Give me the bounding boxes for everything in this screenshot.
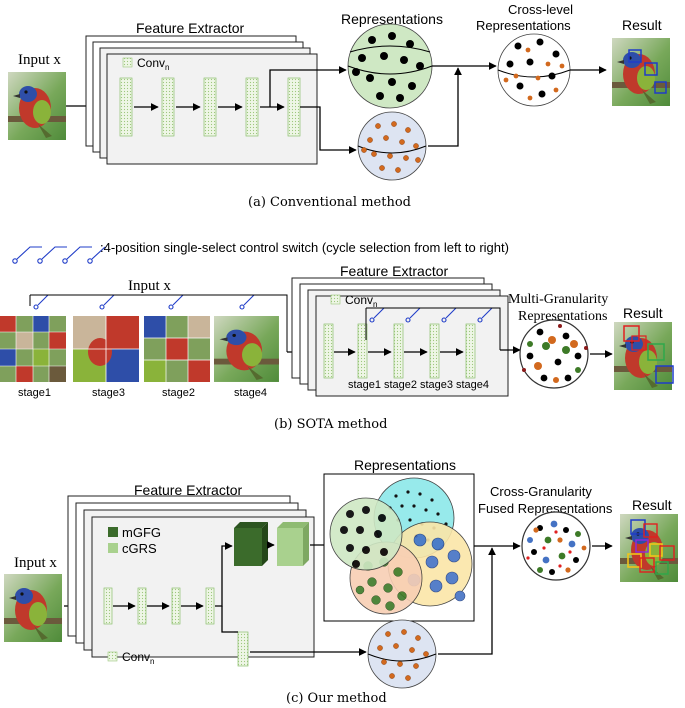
extractor-stage-4: stage4 bbox=[456, 379, 489, 391]
mgfg-legend-swatch bbox=[108, 527, 118, 537]
input-label-c: Input x bbox=[14, 555, 57, 571]
conv-legend-swatch-c bbox=[107, 651, 118, 662]
panel-b: Input x bbox=[0, 263, 674, 432]
blue-sphere-c bbox=[367, 619, 437, 689]
input-label: Input x bbox=[18, 52, 61, 68]
conv-blocks-a bbox=[119, 77, 301, 137]
cgrs-block bbox=[277, 522, 309, 566]
conv-legend-swatch-b bbox=[330, 294, 341, 305]
lower-conv-block bbox=[237, 631, 249, 667]
input-bird-image bbox=[8, 72, 66, 140]
conv-blocks-c bbox=[103, 587, 215, 625]
stage2-image bbox=[144, 316, 210, 382]
extractor-title-b: Feature Extractor bbox=[340, 263, 448, 279]
blue-sphere-a bbox=[357, 111, 427, 181]
switch-icon bbox=[12, 246, 106, 264]
multi-line1: Multi-Granularity bbox=[508, 292, 608, 307]
result-image-b bbox=[614, 322, 674, 390]
cross-level-line2: Representations bbox=[476, 18, 571, 33]
fused-sphere bbox=[521, 511, 591, 581]
conv-legend-label: Convn bbox=[137, 56, 169, 72]
extractor-switches bbox=[369, 307, 493, 323]
caption-c: (c) Our method bbox=[286, 691, 387, 706]
stage-label-2: stage3 bbox=[92, 387, 125, 399]
extractor-stage-3: stage3 bbox=[420, 379, 453, 391]
input-switches bbox=[33, 294, 255, 310]
panel-c: Input x Feature Extractor mGFG cGRS Conv… bbox=[4, 457, 678, 706]
stage-label-3: stage2 bbox=[162, 387, 195, 399]
extractor-title: Feature Extractor bbox=[136, 20, 244, 36]
stage-label-1: stage1 bbox=[18, 387, 51, 399]
cgrs-legend-label: cGRS bbox=[122, 541, 157, 556]
feature-extractor-c bbox=[67, 495, 315, 658]
switch-legend-text: :4-position single-select control switch… bbox=[100, 240, 509, 255]
conv-blocks-b bbox=[323, 323, 476, 379]
mgfg-block bbox=[234, 522, 268, 566]
cross-granularity-line1: Cross-Granularity bbox=[490, 484, 592, 499]
result-label-c: Result bbox=[632, 497, 672, 513]
input-label-b: Input x bbox=[128, 278, 171, 294]
mgfg-legend-label: mGFG bbox=[122, 525, 161, 540]
result-image-a bbox=[612, 38, 670, 106]
representations-label-a: Representations bbox=[341, 11, 443, 27]
representations-label-c: Representations bbox=[354, 457, 456, 473]
conv-legend-swatch bbox=[122, 57, 133, 68]
multi-line2: Representations bbox=[518, 309, 607, 324]
multi-granularity-sphere bbox=[519, 319, 589, 389]
result-image-c bbox=[620, 514, 678, 582]
stage4-image bbox=[214, 316, 279, 382]
cross-level-sphere bbox=[497, 33, 571, 107]
stage1-image bbox=[0, 316, 66, 382]
result-label-b: Result bbox=[623, 305, 663, 321]
cross-level-line1: Cross-level bbox=[508, 2, 573, 17]
stage-label-4: stage4 bbox=[234, 387, 267, 399]
input-bird-image-c bbox=[4, 574, 62, 642]
cross-granularity-line2: Fused Representations bbox=[478, 501, 613, 516]
conv-legend-label-b: Convn bbox=[345, 293, 377, 309]
extractor-stage-1: stage1 bbox=[348, 379, 381, 391]
green-sphere-c bbox=[329, 497, 403, 571]
extractor-stage-2: stage2 bbox=[384, 379, 417, 391]
extractor-title-c: Feature Extractor bbox=[134, 482, 242, 498]
caption-a: (a) Conventional method bbox=[248, 195, 411, 210]
switch-legend: :4-position single-select control switch… bbox=[12, 240, 509, 264]
stage3-image bbox=[73, 316, 139, 382]
result-label-a: Result bbox=[622, 17, 662, 33]
green-sphere-a bbox=[347, 23, 433, 109]
panel-a: Input x Feature Extractor Convn Represen… bbox=[8, 2, 670, 210]
cgrs-legend-swatch bbox=[108, 543, 118, 553]
conv-legend-label-c: Convn bbox=[122, 650, 154, 666]
caption-b: (b) SOTA method bbox=[274, 417, 387, 432]
